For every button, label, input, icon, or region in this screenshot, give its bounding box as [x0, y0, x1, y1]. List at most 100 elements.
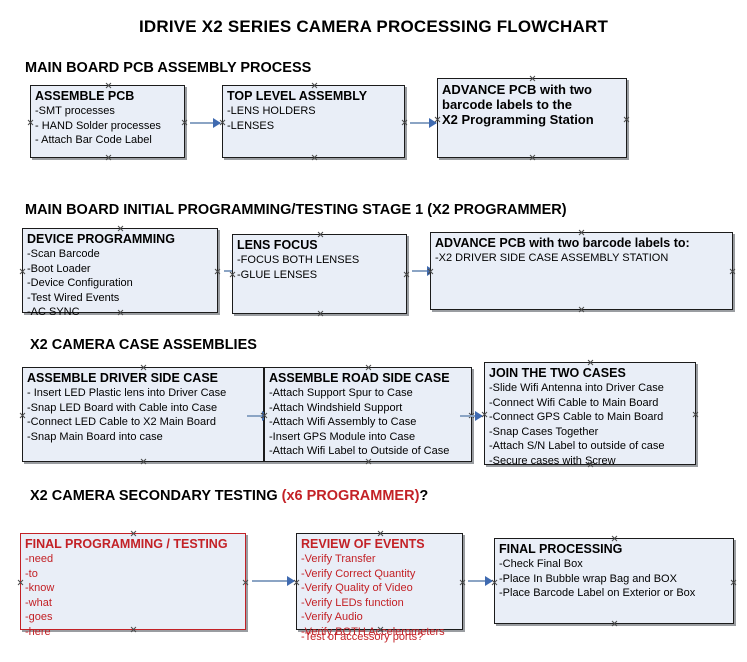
resize-handle-top[interactable]	[311, 82, 318, 89]
box-assemble-road-side-case[interactable]: ASSEMBLE ROAD SIDE CASE -Attach Support …	[264, 367, 472, 462]
section-heading-main-board-initial-programming: MAIN BOARD INITIAL PROGRAMMING/TESTING S…	[25, 202, 567, 218]
box-advance-pcb-driver-side-station[interactable]: ADVANCE PCB with two barcode labels to: …	[430, 232, 733, 310]
connector-review-events-to-final-processing	[468, 576, 493, 586]
box-line: -Verify Transfer	[301, 553, 376, 565]
box-line: -Attach Support Spur to Case	[269, 387, 413, 399]
box-overflow-line: -Test of accessory ports?	[301, 631, 424, 643]
box-line: -Connect LED Cable to X2 Main Board	[27, 416, 216, 428]
page-title: IDRIVE X2 SERIES CAMERA PROCESSING FLOWC…	[138, 17, 609, 36]
resize-handle-right[interactable]	[214, 268, 221, 275]
resize-handle-right[interactable]	[401, 119, 408, 126]
resize-handle-right[interactable]	[181, 119, 188, 126]
box-line: - Attach Bar Code Label	[35, 134, 152, 146]
box-line: - HAND Solder processes	[35, 119, 161, 132]
arrow-head-icon	[485, 576, 493, 586]
resize-handle-right[interactable]	[623, 116, 630, 123]
box-line: -Verify Quality of Video	[301, 582, 413, 594]
box-header: TOP LEVEL ASSEMBLY	[227, 89, 368, 103]
arrow-head-icon	[287, 576, 295, 586]
box-line: -to	[25, 567, 38, 580]
resize-handle-top[interactable]	[587, 359, 594, 366]
resize-handle-bottom[interactable]	[140, 458, 147, 465]
box-line: -here	[25, 625, 51, 638]
box-line: -Snap LED Board with Cable into Case	[27, 401, 218, 414]
box-line: -LENS HOLDERS	[227, 105, 316, 117]
box-line: -FOCUS BOTH LENSES	[237, 254, 360, 266]
box-review-of-events[interactable]: REVIEW OF EVENTS -Verify Transfer -Verif…	[296, 530, 466, 643]
resize-handle-top[interactable]	[611, 535, 618, 542]
resize-handle-top[interactable]	[140, 364, 147, 371]
resize-handle-top[interactable]	[578, 229, 585, 236]
box-join-the-two-cases[interactable]: JOIN THE TWO CASES -Slide Wifi Antenna i…	[484, 359, 699, 467]
box-line: -Snap Cases Together	[489, 425, 599, 438]
connector-top-level-to-advance-pcb	[410, 118, 437, 128]
resize-handle-bottom[interactable]	[105, 154, 112, 161]
box-device-programming[interactable]: DEVICE PROGRAMMING -Scan Barcode -Boot L…	[19, 225, 221, 318]
box-line: -Secure cases with Screw	[489, 454, 616, 467]
section-heading-suffix: ?	[419, 488, 429, 504]
box-line: -Attach S/N Label to outside of case	[489, 440, 665, 452]
box-final-programming-testing[interactable]: FINAL PROGRAMMING / TESTING -need -to -k…	[17, 530, 249, 638]
resize-handle-left[interactable]	[19, 268, 26, 275]
box-line: -Place In Bubble wrap Bag and BOX	[499, 572, 677, 585]
resize-handle-bottom[interactable]	[529, 154, 536, 161]
box-top-level-assembly[interactable]: TOP LEVEL ASSEMBLY -LENS HOLDERS -LENSES	[222, 85, 405, 158]
box-line: -Snap Main Board into case	[27, 430, 163, 443]
resize-handle-top[interactable]	[117, 225, 124, 232]
section-heading-text: X2 CAMERA CASE ASSEMBLIES	[30, 337, 257, 353]
box-line: -AC SYNC	[27, 306, 80, 318]
resize-handle-right[interactable]	[242, 579, 249, 586]
box-line: -Verify Audio	[301, 611, 363, 623]
resize-handle-bottom[interactable]	[578, 306, 585, 313]
box-header: REVIEW OF EVENTS	[301, 537, 425, 551]
resize-handle-top[interactable]	[317, 231, 324, 238]
box-line: -Verify Correct Quantity	[301, 567, 416, 580]
box-line: -need	[25, 553, 54, 565]
box-assemble-driver-side-case[interactable]: ASSEMBLE DRIVER SIDE CASE - Insert LED P…	[22, 367, 264, 462]
resize-handle-bottom[interactable]	[311, 154, 318, 161]
box-lens-focus[interactable]: LENS FOCUS -FOCUS BOTH LENSES -GLUE LENS…	[232, 234, 407, 314]
box-line: -goes	[25, 611, 53, 623]
box-header: ADVANCE PCB with two barcode labels to:	[435, 236, 690, 250]
section-heading-text: X2 CAMERA SECONDARY TESTING	[30, 488, 282, 504]
box-line: -Test Wired Events	[27, 291, 120, 304]
box-advance-pcb-programming-station[interactable]: ADVANCE PCB with two barcode labels to t…	[437, 78, 627, 158]
box-header: LENS FOCUS	[237, 238, 318, 252]
resize-handle-top[interactable]	[365, 364, 372, 371]
box-header: DEVICE PROGRAMMING	[27, 232, 175, 246]
resize-handle-left[interactable]	[19, 412, 26, 419]
box-line: -Verify LEDs function	[301, 596, 404, 609]
resize-handle-top[interactable]	[529, 75, 536, 82]
resize-handle-top[interactable]	[377, 530, 384, 537]
resize-handle-left[interactable]	[27, 119, 34, 126]
box-line: -Device Configuration	[27, 277, 133, 289]
resize-handle-bottom[interactable]	[317, 310, 324, 317]
box-header: ASSEMBLE DRIVER SIDE CASE	[27, 371, 219, 385]
section-heading-text: MAIN BOARD PCB ASSEMBLY PROCESS	[25, 60, 312, 76]
box-line: -LENSES	[227, 119, 275, 132]
section-heading-text: MAIN BOARD INITIAL PROGRAMMING/TESTING S…	[25, 202, 567, 218]
box-line: -Check Final Box	[499, 558, 583, 570]
resize-handle-right[interactable]	[729, 268, 736, 275]
box-header: FINAL PROCESSING	[499, 542, 623, 556]
resize-handle-right[interactable]	[403, 271, 410, 278]
resize-handle-left[interactable]	[229, 271, 236, 278]
box-line: -Verify BOTH Accelerometers	[301, 625, 445, 638]
connector-final-programming-to-review-events	[252, 576, 295, 586]
resize-handle-right[interactable]	[692, 411, 699, 418]
resize-handle-top[interactable]	[105, 82, 112, 89]
resize-handle-bottom[interactable]	[611, 620, 618, 627]
box-header-line-2: barcode labels to the	[442, 97, 573, 112]
resize-handle-bottom[interactable]	[365, 458, 372, 465]
box-assemble-pcb[interactable]: ASSEMBLE PCB -SMT processes - HAND Solde…	[30, 85, 185, 158]
box-final-processing[interactable]: FINAL PROCESSING -Check Final Box -Place…	[494, 538, 734, 624]
box-line: -X2 DRIVER SIDE CASE ASSEMBLY STATION	[435, 252, 669, 264]
box-line: -Scan Barcode	[27, 248, 100, 260]
resize-handle-left[interactable]	[17, 579, 24, 586]
box-header: ASSEMBLE ROAD SIDE CASE	[269, 371, 450, 385]
resize-handle-right[interactable]	[730, 579, 737, 586]
resize-handle-right[interactable]	[459, 579, 466, 586]
box-line: -GLUE LENSES	[237, 268, 318, 281]
resize-handle-top[interactable]	[130, 530, 137, 537]
